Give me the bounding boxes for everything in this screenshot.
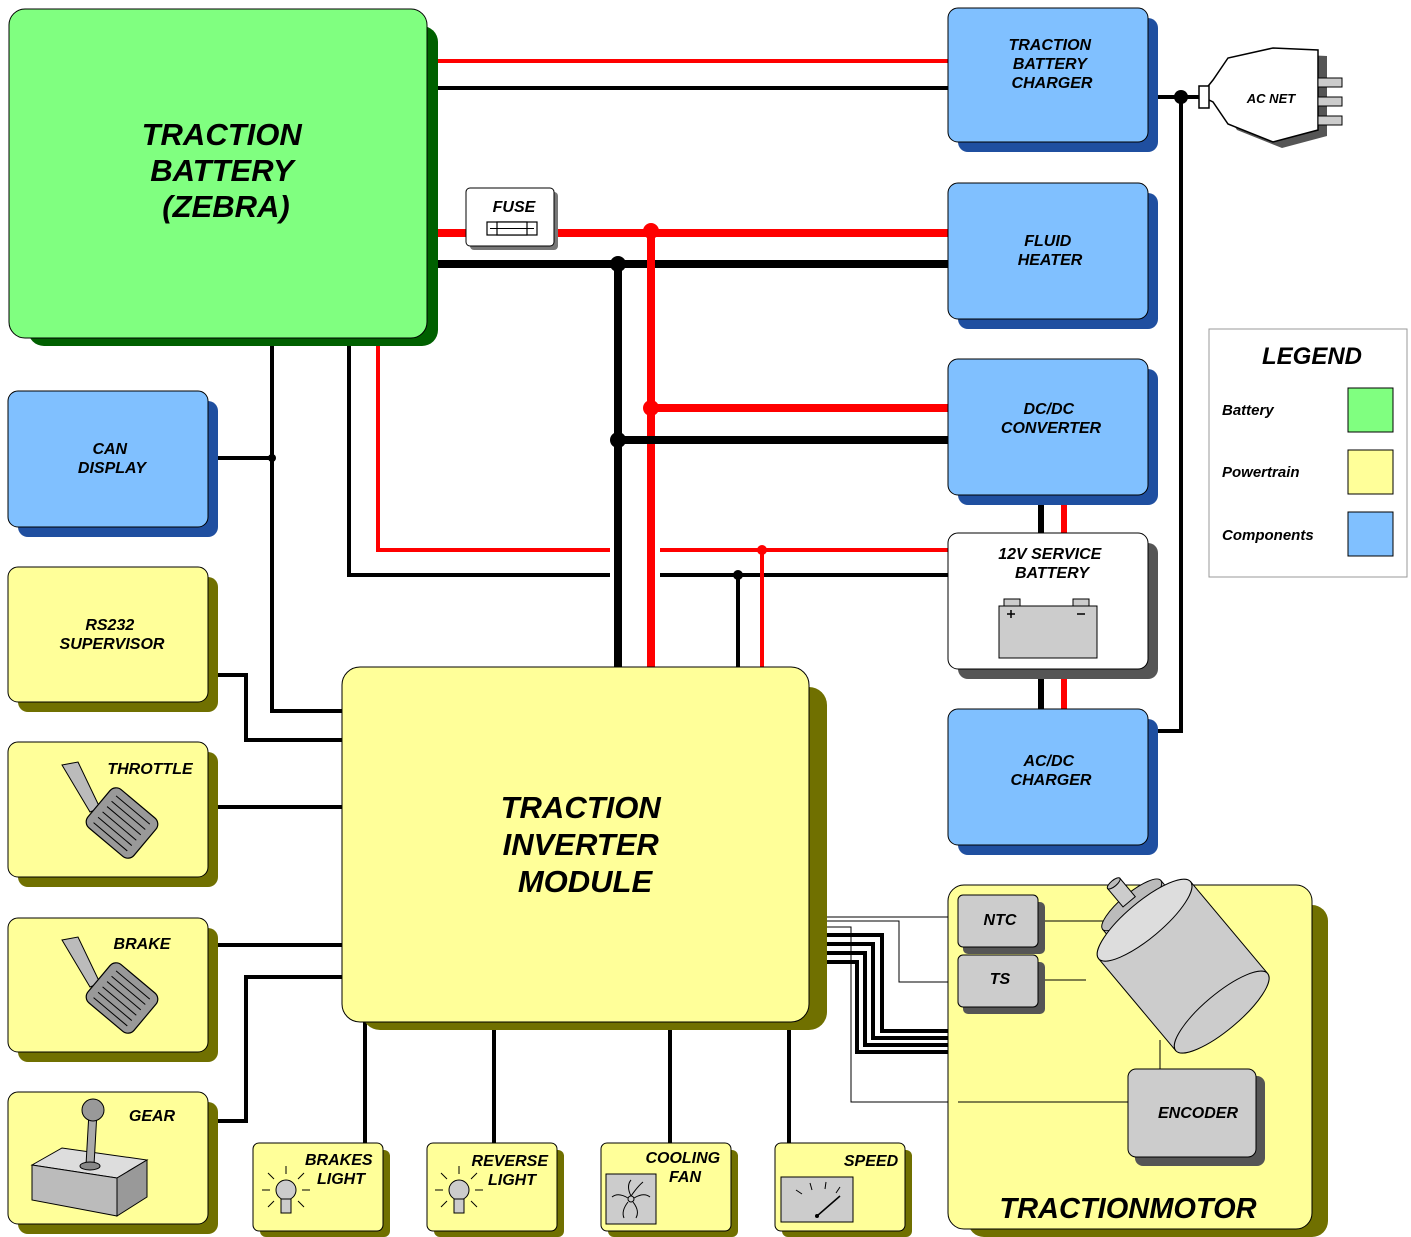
plug-pin-icon bbox=[1317, 77, 1343, 88]
throttle-label: THROTTLE bbox=[107, 761, 194, 778]
dcdc-label: DC/DC CONVERTER bbox=[1001, 401, 1102, 437]
wire-acnet-acdc-charger bbox=[1148, 97, 1183, 733]
dcdc-box bbox=[947, 358, 1149, 496]
ts-sensor[interactable]: TS bbox=[957, 954, 1045, 1014]
can-display-block[interactable]: CAN DISPLAY bbox=[7, 390, 218, 537]
legend-swatch-powertrain bbox=[1347, 449, 1394, 495]
battery-icon bbox=[998, 598, 1098, 659]
brake-label: BRAKE bbox=[114, 936, 172, 953]
junction-dot bbox=[643, 400, 659, 416]
plug-pin-icon bbox=[1317, 96, 1343, 107]
legend-swatch-components bbox=[1347, 511, 1394, 557]
service-battery-block[interactable]: 12V SERVICE BATTERY bbox=[947, 532, 1158, 679]
encoder[interactable]: ENCODER bbox=[1127, 1068, 1265, 1166]
wire-12v-negative bbox=[347, 340, 610, 577]
wire-rs232 bbox=[208, 673, 342, 742]
inverter-box bbox=[341, 666, 810, 1023]
ntc-sensor[interactable]: NTC bbox=[957, 894, 1045, 954]
encoder-label: ENCODER bbox=[1158, 1105, 1238, 1122]
can-display-label: CAN DISPLAY bbox=[78, 441, 147, 477]
cooling-fan-block[interactable]: COOLING FAN bbox=[600, 1142, 738, 1237]
wire-can-bus bbox=[270, 340, 342, 713]
dcdc-converter-block[interactable]: DC/DC CONVERTER bbox=[947, 358, 1158, 505]
traction-battery-label: TRACTION BATTERY (ZEBRA) bbox=[142, 117, 311, 224]
junction-dot bbox=[757, 545, 767, 555]
traction-battery-block[interactable]: TRACTION BATTERY (ZEBRA) bbox=[8, 8, 438, 346]
junction-dot bbox=[268, 454, 276, 462]
gear-block[interactable]: GEAR bbox=[7, 1091, 218, 1234]
wiring bbox=[208, 59, 1205, 1143]
bulb-icon bbox=[262, 1166, 310, 1214]
acdc-label: AC/DC CHARGER bbox=[1011, 753, 1092, 789]
service-battery-box bbox=[947, 532, 1149, 670]
ac-net-plug[interactable]: AC NET bbox=[1198, 47, 1343, 148]
legend-title: LEGEND bbox=[1262, 343, 1362, 370]
ts-label: TS bbox=[990, 971, 1011, 988]
rs232-box bbox=[7, 566, 209, 703]
fan-icon bbox=[605, 1173, 657, 1225]
ntc-box bbox=[957, 894, 1039, 948]
acdc-box bbox=[947, 708, 1149, 846]
pedal-icon bbox=[61, 936, 159, 1034]
rs232-label: RS232 SUPERVISOR bbox=[60, 617, 165, 653]
bulb-icon bbox=[435, 1166, 483, 1214]
legend: LEGEND Battery Powertrain Components bbox=[1208, 328, 1408, 578]
fuse-label: FUSE bbox=[493, 199, 537, 216]
plug-pin-icon bbox=[1317, 115, 1343, 126]
ntc-label: NTC bbox=[984, 912, 1017, 929]
throttle-block[interactable]: THROTTLE bbox=[7, 741, 218, 887]
legend-label-components: Components bbox=[1222, 527, 1314, 544]
can-display-box bbox=[7, 390, 209, 528]
encoder-box bbox=[1127, 1068, 1257, 1158]
fluid-heater-box bbox=[947, 182, 1149, 320]
brake-block[interactable]: BRAKE bbox=[7, 917, 218, 1062]
plug-body bbox=[1204, 47, 1319, 143]
brakes-light-label: BRAKES LIGHT bbox=[305, 1152, 377, 1188]
ts-box bbox=[957, 954, 1039, 1008]
charger-box bbox=[947, 7, 1149, 143]
speed-label: SPEED bbox=[844, 1153, 899, 1170]
gear-shifter-icon bbox=[30, 1098, 149, 1217]
brakes-light-block[interactable]: BRAKES LIGHT bbox=[252, 1142, 390, 1237]
gear-label: GEAR bbox=[129, 1108, 176, 1125]
cooling-fan-label: COOLING FAN bbox=[645, 1150, 724, 1186]
inverter-label: TRACTION INVERTER MODULE bbox=[501, 790, 670, 899]
junction-dot bbox=[733, 570, 743, 580]
gauge-icon bbox=[780, 1176, 854, 1223]
wire-encoder bbox=[809, 926, 958, 1103]
plug-collar bbox=[1198, 85, 1210, 109]
traction-battery-charger-block[interactable]: TRACTION BATTERY CHARGER bbox=[947, 7, 1158, 152]
wire-12v-positive bbox=[376, 340, 610, 552]
reverse-light-label: REVERSE LIGHT bbox=[472, 1153, 553, 1189]
fluid-heater-block[interactable]: FLUID HEATER bbox=[947, 182, 1158, 329]
legend-label-powertrain: Powertrain bbox=[1222, 464, 1300, 481]
traction-motor-block[interactable]: TRACTIONMOTOR NTC TS bbox=[947, 843, 1328, 1237]
motor-icon bbox=[1096, 877, 1270, 1054]
reverse-light-block[interactable]: REVERSE LIGHT bbox=[426, 1142, 564, 1237]
traction-battery-box bbox=[8, 8, 428, 339]
acdc-charger-block[interactable]: AC/DC CHARGER bbox=[947, 708, 1158, 855]
charger-label: TRACTION BATTERY CHARGER bbox=[1008, 37, 1095, 92]
fuse-icon bbox=[486, 221, 538, 236]
fuse-block[interactable]: FUSE bbox=[465, 187, 558, 250]
pedal-icon bbox=[61, 761, 159, 859]
fuse-box bbox=[465, 187, 555, 247]
wire-gear bbox=[208, 975, 342, 1123]
legend-swatch-battery bbox=[1347, 387, 1394, 433]
wire-ts-sensor bbox=[809, 920, 958, 983]
junction-dot bbox=[610, 432, 626, 448]
rs232-supervisor-block[interactable]: RS232 SUPERVISOR bbox=[7, 566, 218, 712]
junction-dot bbox=[610, 256, 626, 272]
speed-block[interactable]: SPEED bbox=[774, 1142, 912, 1237]
traction-motor-label: TRACTIONMOTOR bbox=[999, 1193, 1256, 1225]
junction-dot bbox=[643, 223, 659, 239]
traction-inverter-block[interactable]: TRACTION INVERTER MODULE bbox=[341, 666, 827, 1030]
legend-label-battery: Battery bbox=[1222, 402, 1274, 419]
junction-dot bbox=[1174, 90, 1188, 104]
service-battery-label: 12V SERVICE BATTERY bbox=[998, 546, 1106, 582]
ac-net-label: AC NET bbox=[1246, 91, 1296, 106]
fluid-heater-label: FLUID HEATER bbox=[1018, 233, 1083, 269]
